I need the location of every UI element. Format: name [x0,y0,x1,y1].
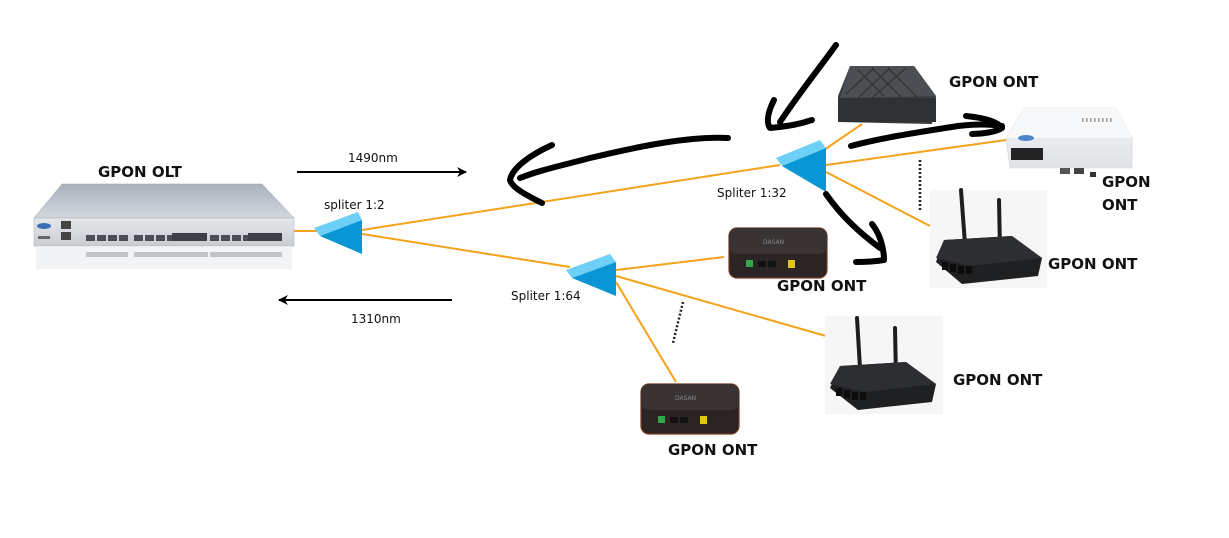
fiber-links [294,123,1007,383]
splitter-1-32 [776,140,826,192]
ont-antenna-1-label: GPON ONT [1048,255,1138,273]
ont-dasan-1: DASAN [728,227,828,279]
ont-antenna-router-1 [930,188,1047,288]
fiber-s32-to-ont-white [825,139,1007,166]
olt-device [33,183,295,269]
scribble-arrow-right [848,113,1005,149]
more-devices-indicator-s64 [671,301,685,344]
upstream-wavelength-label: 1310nm [351,312,401,326]
splitter-1-2-label: spliter 1:2 [324,198,385,212]
fiber-s2-to-s64 [361,233,571,268]
ont-antenna-router-2 [825,316,943,414]
ont-dark-router [838,66,936,124]
splitter-1-64-label: Spliter 1:64 [511,289,581,303]
splitter-1-2 [314,212,362,254]
ont-white-device [1005,107,1133,177]
ont-dasan-2-label: GPON ONT [668,441,758,459]
olt-label: GPON OLT [98,163,183,181]
downstream-wavelength-label: 1490nm [348,151,398,165]
dasan-brand-text: DASAN [763,239,784,246]
scribble-arrow-left [507,134,731,206]
scribble-arrow-down-left [764,42,839,131]
ont-white-label-line2: ONT [1102,196,1138,214]
ont-antenna-2-label: GPON ONT [953,371,1043,389]
fiber-s2-to-s32 [361,164,781,231]
fiber-s32-to-ont-top [823,123,863,151]
fiber-s64-to-ont-antenna-2 [615,275,827,337]
splitter-1-64 [566,254,616,296]
dasan-brand-text: DASAN [675,395,696,402]
fiber-s64-to-ont-dasan-1 [615,256,725,271]
ont-dasan-1-label: GPON ONT [777,277,867,295]
ont-white-label-line1: GPON [1102,173,1151,191]
splitter-1-32-label: Spliter 1:32 [717,186,787,200]
fiber-s32-to-ont-antenna-1 [825,171,931,227]
fiber-s64-to-ont-dasan-2 [615,281,677,383]
ont-dasan-2: DASAN [640,383,740,435]
scribble-arrow-down-right [823,191,887,265]
ont-top-label: GPON ONT [949,73,1039,91]
hand-drawn-arrows [507,42,1005,265]
